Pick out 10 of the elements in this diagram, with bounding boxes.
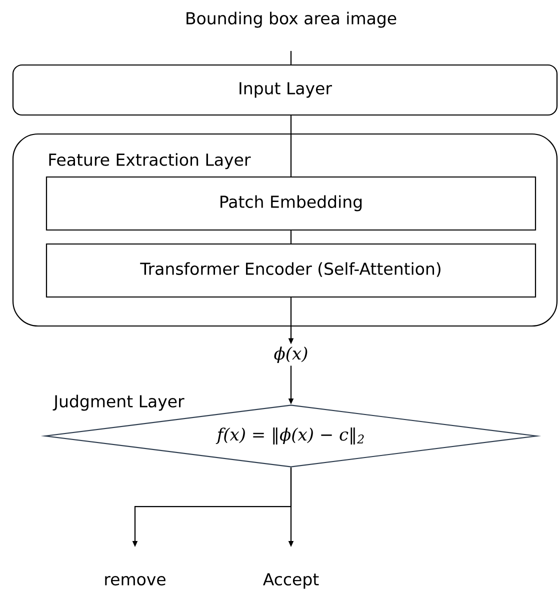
connector-line — [290, 230, 292, 244]
layer-box: Input Layer — [12, 64, 558, 116]
outcome-label: Accept — [263, 573, 319, 589]
connector-line — [290, 116, 292, 176]
source-label: Bounding box area image — [186, 12, 396, 28]
process-box: Patch Embedding — [46, 176, 536, 231]
connector-line — [290, 50, 292, 64]
feature-label: ϕ(x) — [274, 346, 308, 364]
outcome-label: remove — [105, 576, 166, 586]
process-box: Transformer Encoder (Self-Attention) — [46, 243, 536, 298]
